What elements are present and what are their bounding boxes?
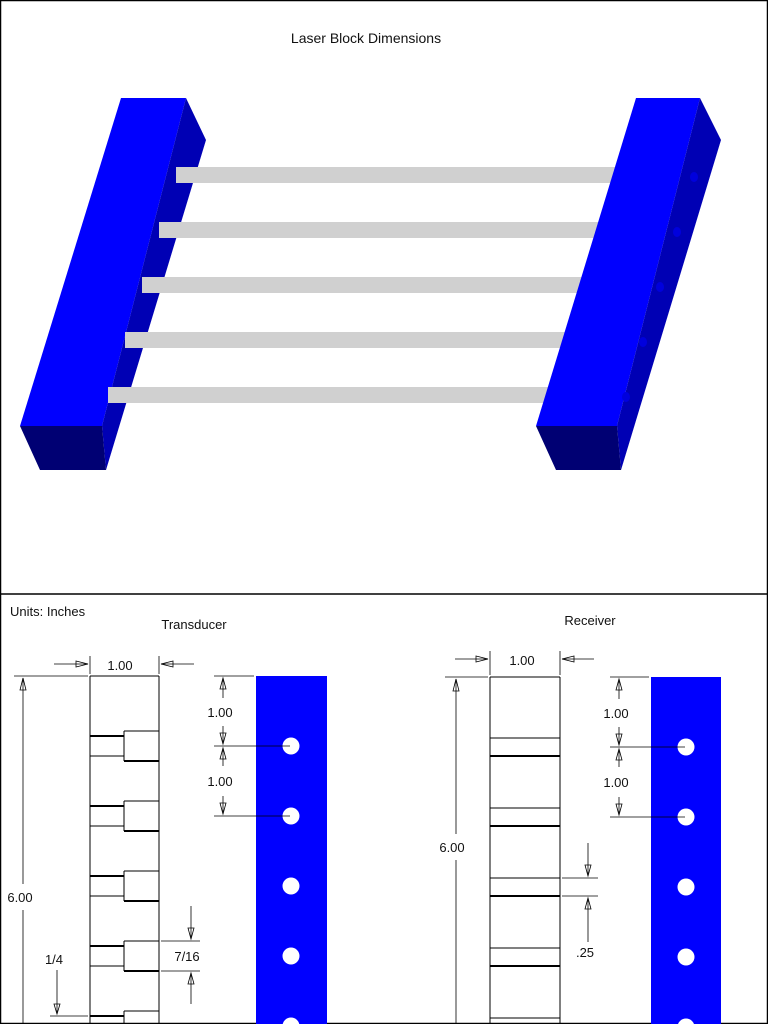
right-block-side-face [617, 98, 721, 470]
receiver-front-view [651, 677, 721, 1024]
laser-beams [108, 167, 636, 403]
receiver-slots [490, 737, 560, 1019]
right-block-front-face [536, 98, 700, 426]
transducer-front-view [256, 676, 327, 1024]
receiver-height-dim: 6.00 [439, 840, 464, 855]
transducer-hole-pitch-dim: 1.00 [207, 774, 232, 789]
right-laser-block [536, 98, 721, 470]
transducer-counterbores [90, 730, 159, 1024]
transducer-drawing: Transducer [7, 617, 327, 1029]
laser-beam-1 [176, 167, 636, 183]
receiver-hole-pitch-dim: 1.00 [603, 775, 628, 790]
right-block-holes [622, 172, 698, 402]
transducer-height-dim: 6.00 [7, 890, 32, 905]
transducer-counterbore-dia-dim: 7/16 [174, 949, 199, 964]
laser-beam-4 [125, 332, 579, 348]
laser-beam-2 [159, 222, 617, 238]
laser-beam-3 [142, 277, 598, 293]
right-block-end-face [536, 426, 621, 470]
left-block-front-face [20, 98, 186, 426]
receiver-slot-dim: .25 [576, 945, 594, 960]
transducer-width-dim: 1.00 [107, 658, 132, 673]
laser-block-3d-view [20, 98, 721, 470]
receiver-width-dim: 1.00 [509, 653, 534, 668]
receiver-hole-pitch-top-dim: 1.00 [603, 706, 628, 721]
transducer-hole-pitch-top-dim: 1.00 [207, 705, 232, 720]
transducer-label: Transducer [161, 617, 227, 632]
receiver-drawing: Receiver 1.00 [439, 613, 721, 1029]
transducer-counterbore-depth-dim: 1/4 [45, 952, 63, 967]
laser-beam-5 [108, 387, 560, 403]
receiver-label: Receiver [564, 613, 616, 628]
units-label: Units: Inches [10, 604, 86, 619]
page-title: Laser Block Dimensions [291, 30, 441, 46]
left-block-end-face [20, 426, 106, 470]
